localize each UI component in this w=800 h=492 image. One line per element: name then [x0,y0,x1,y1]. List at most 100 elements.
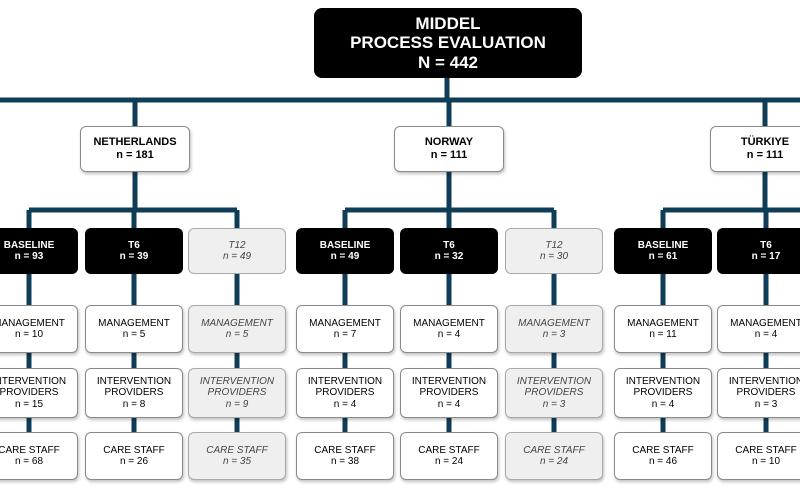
role-label: MANAGEMENT [627,317,699,329]
wave-total: n = 30 [539,251,569,262]
role-count: n = 9 [225,398,249,410]
role-count: n = 11 [649,329,677,340]
role-label: CARE STAFF [103,444,165,456]
role-count: n = 10 [14,329,44,340]
root-title-line2: PROCESS EVALUATION [350,33,546,53]
role-count: n = 10 [751,456,781,467]
role-count: n = 24 [539,456,569,467]
country-total: n = 111 [430,149,468,161]
wave-name: T12 [228,239,246,251]
role-count: n = 68 [14,456,44,467]
country-total: n = 181 [116,149,154,161]
role-label: MANAGEMENT [201,317,273,329]
role-count: n = 38 [330,456,360,467]
role-label: MANAGEMENT [309,317,381,329]
wave-name: BASELINE [637,239,689,251]
root-title-line1: MIDDEL [415,14,481,34]
role-count: n = 7 [333,329,357,340]
role-label: CARE STAFF [418,444,480,456]
root-total: N = 442 [417,52,478,72]
role-count: n = 3 [754,398,778,410]
role-count: n = 35 [222,456,252,467]
role-label: CARE STAFF [0,444,60,456]
wave-name: BASELINE [319,239,371,251]
role-label: INTERVENTION PROVIDERS [625,375,701,399]
wave-name: T6 [443,239,455,251]
wave-name: T12 [545,239,563,251]
role-label: INTERVENTION PROVIDERS [728,375,800,399]
role-count: n = 3 [542,398,566,410]
role-label: INTERVENTION PROVIDERS [96,375,172,399]
wave-total: n = 49 [330,251,360,262]
role-count: n = 4 [754,329,778,340]
role-count: n = 24 [434,456,464,467]
role-label: INTERVENTION PROVIDERS [516,375,592,399]
role-count: n = 5 [122,329,146,340]
role-label: MANAGEMENT [730,317,800,329]
role-label: CARE STAFF [523,444,585,456]
role-count: n = 4 [437,329,461,340]
role-label: CARE STAFF [314,444,376,456]
role-label: MANAGEMENT [98,317,170,329]
role-count: n = 4 [333,398,357,410]
wave-total: n = 39 [119,251,149,262]
role-label: CARE STAFF [632,444,694,456]
role-count: n = 4 [651,398,675,410]
role-label: MANAGEMENT [413,317,485,329]
country-name: NETHERLANDS [93,136,177,149]
wave-total: n = 49 [222,251,252,262]
role-count: n = 3 [542,329,566,340]
role-count: n = 15 [14,398,44,410]
role-label: INTERVENTION PROVIDERS [199,375,275,399]
wave-total: n = 17 [751,251,781,262]
wave-name: T6 [128,239,140,251]
wave-total: n = 61 [648,251,678,262]
country-name: TÜRKIYE [740,136,790,149]
role-label: MANAGEMENT [0,317,65,329]
role-count: n = 5 [225,329,249,340]
role-label: INTERVENTION PROVIDERS [307,375,383,399]
role-count: n = 46 [648,456,678,467]
wave-name: T6 [760,239,772,251]
role-label: INTERVENTION PROVIDERS [411,375,487,399]
role-count: n = 4 [437,398,461,410]
role-count: n = 26 [119,456,149,467]
role-count: n = 8 [122,398,146,410]
wave-total: n = 32 [434,251,464,262]
country-total: n = 111 [746,149,784,161]
wave-name: BASELINE [3,239,55,251]
role-label: CARE STAFF [735,444,797,456]
role-label: MANAGEMENT [518,317,590,329]
root-box: MIDDEL PROCESS EVALUATION N = 442 [314,8,582,78]
wave-total: n = 93 [14,251,44,262]
